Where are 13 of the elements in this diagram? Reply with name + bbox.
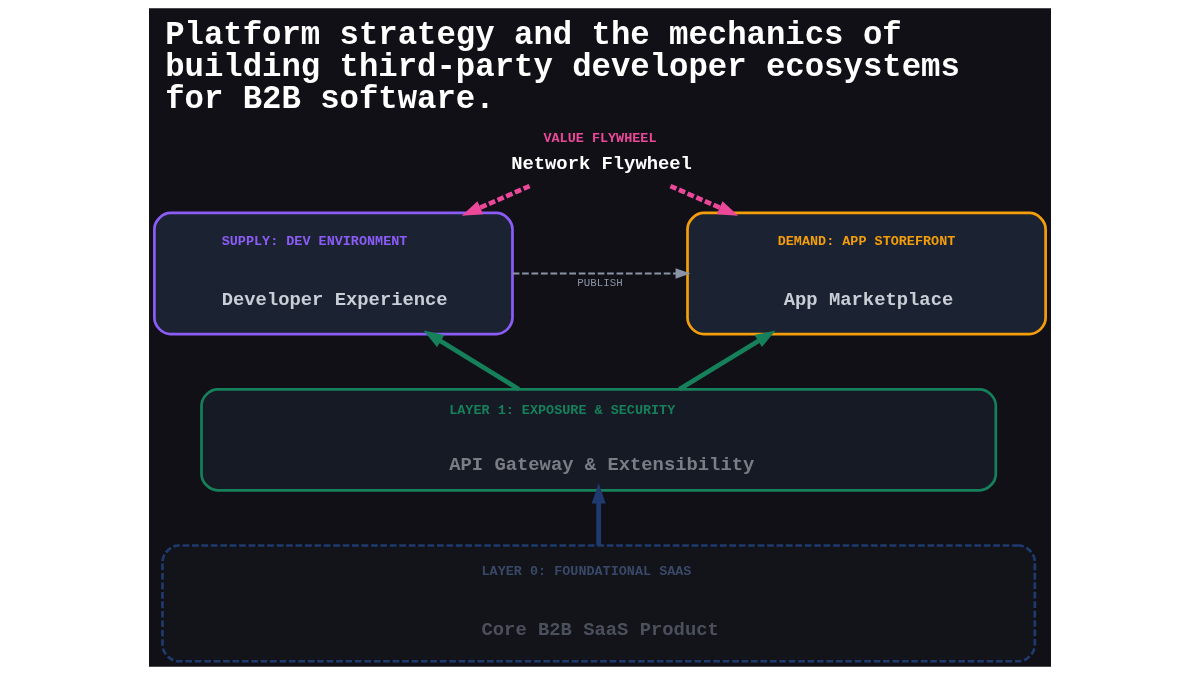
diagram-title: Platform strategy and the mechanics of building third-party developer ecosystems for B2B software.: [165, 16, 960, 119]
arrow: [678, 330, 776, 392]
arrow: [591, 483, 606, 546]
node-box: SUPPLY: DEV ENVIRONMENT Developer Experience: [153, 211, 514, 336]
node-text: VALUE FLYWHEEL Network Flywheel: [511, 130, 692, 175]
arrow: [512, 268, 691, 279]
edge-label: PUBLISH: [577, 277, 623, 290]
node-box: DEMAND: APP STOREFRONT App Marketplace: [686, 211, 1047, 336]
arrow: [461, 183, 531, 216]
node-box: LAYER 1: EXPOSURE & SECURITY API Gateway & Extensibility: [200, 388, 998, 492]
arrow: [669, 183, 739, 216]
node-box: LAYER 0: FOUNDATIONAL SAAS Core B2B SaaS Product: [161, 544, 1037, 663]
arrow: [423, 330, 520, 392]
